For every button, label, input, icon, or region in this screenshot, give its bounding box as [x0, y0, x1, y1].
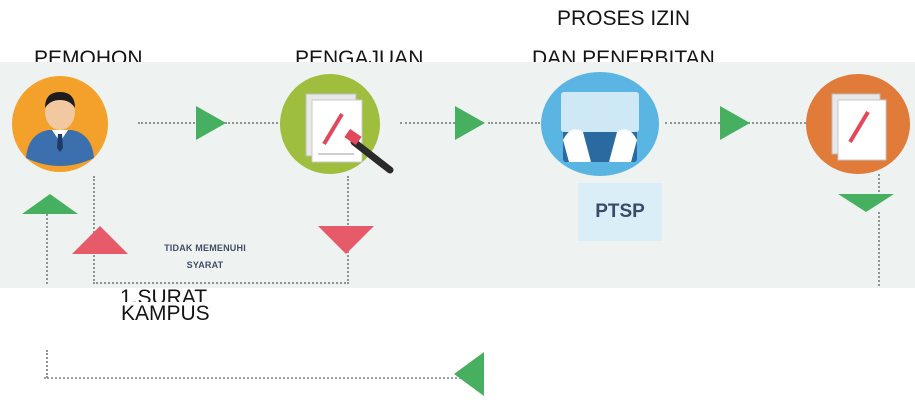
connector-3a [665, 122, 720, 124]
connector-3b [748, 122, 806, 124]
connector-v-right-b [878, 212, 880, 286]
arrow-up-red-icon [72, 226, 128, 254]
note-line2: SYARAT [186, 260, 224, 270]
connector-1b [225, 122, 285, 124]
arrow-down-red-icon [318, 226, 374, 254]
arrow-down-icon [838, 194, 894, 212]
arrow-right-icon [455, 106, 485, 140]
document-pen-icon [831, 93, 887, 161]
arrow-up-icon [22, 194, 78, 214]
hands-keyboard-icon [561, 92, 639, 162]
connector-2b [488, 122, 540, 124]
note-tidak-memenuhi: TIDAK MEMENUHI SYARAT [130, 243, 280, 270]
proses-node [541, 72, 659, 176]
label-proses-line1: PROSES IZIN [557, 7, 691, 30]
document-magnifier-icon [305, 93, 394, 174]
label-pemohon: PEMOHON [34, 48, 143, 62]
connector-v-bottom [46, 350, 48, 378]
ptsp-box: PTSP [578, 183, 662, 241]
arrow-right-icon [196, 106, 226, 140]
connector-bottom [44, 377, 464, 379]
label-surat-line1: 1.SURAT [120, 288, 208, 302]
connector-v-left [46, 214, 48, 284]
connector-1a [138, 122, 198, 124]
header-area [0, 0, 915, 62]
arrow-right-icon [720, 106, 750, 140]
connector-loop-bottom [93, 282, 349, 284]
pemohon-node [12, 76, 108, 172]
arrow-left-icon [454, 352, 484, 396]
label-pengajuan: PENGAJUAN [295, 48, 424, 62]
flow-band [0, 62, 915, 288]
label-surat-line2: KAMPUS [121, 302, 210, 325]
person-icon [26, 92, 94, 166]
penerbitan-node [806, 74, 910, 174]
note-line1: TIDAK MEMENUHI [164, 243, 246, 253]
pengajuan-node [280, 74, 394, 174]
label-proses-line2: DAN PENERBITAN [532, 48, 715, 62]
connector-2a [400, 122, 455, 124]
connector-v-right-a [878, 174, 880, 196]
